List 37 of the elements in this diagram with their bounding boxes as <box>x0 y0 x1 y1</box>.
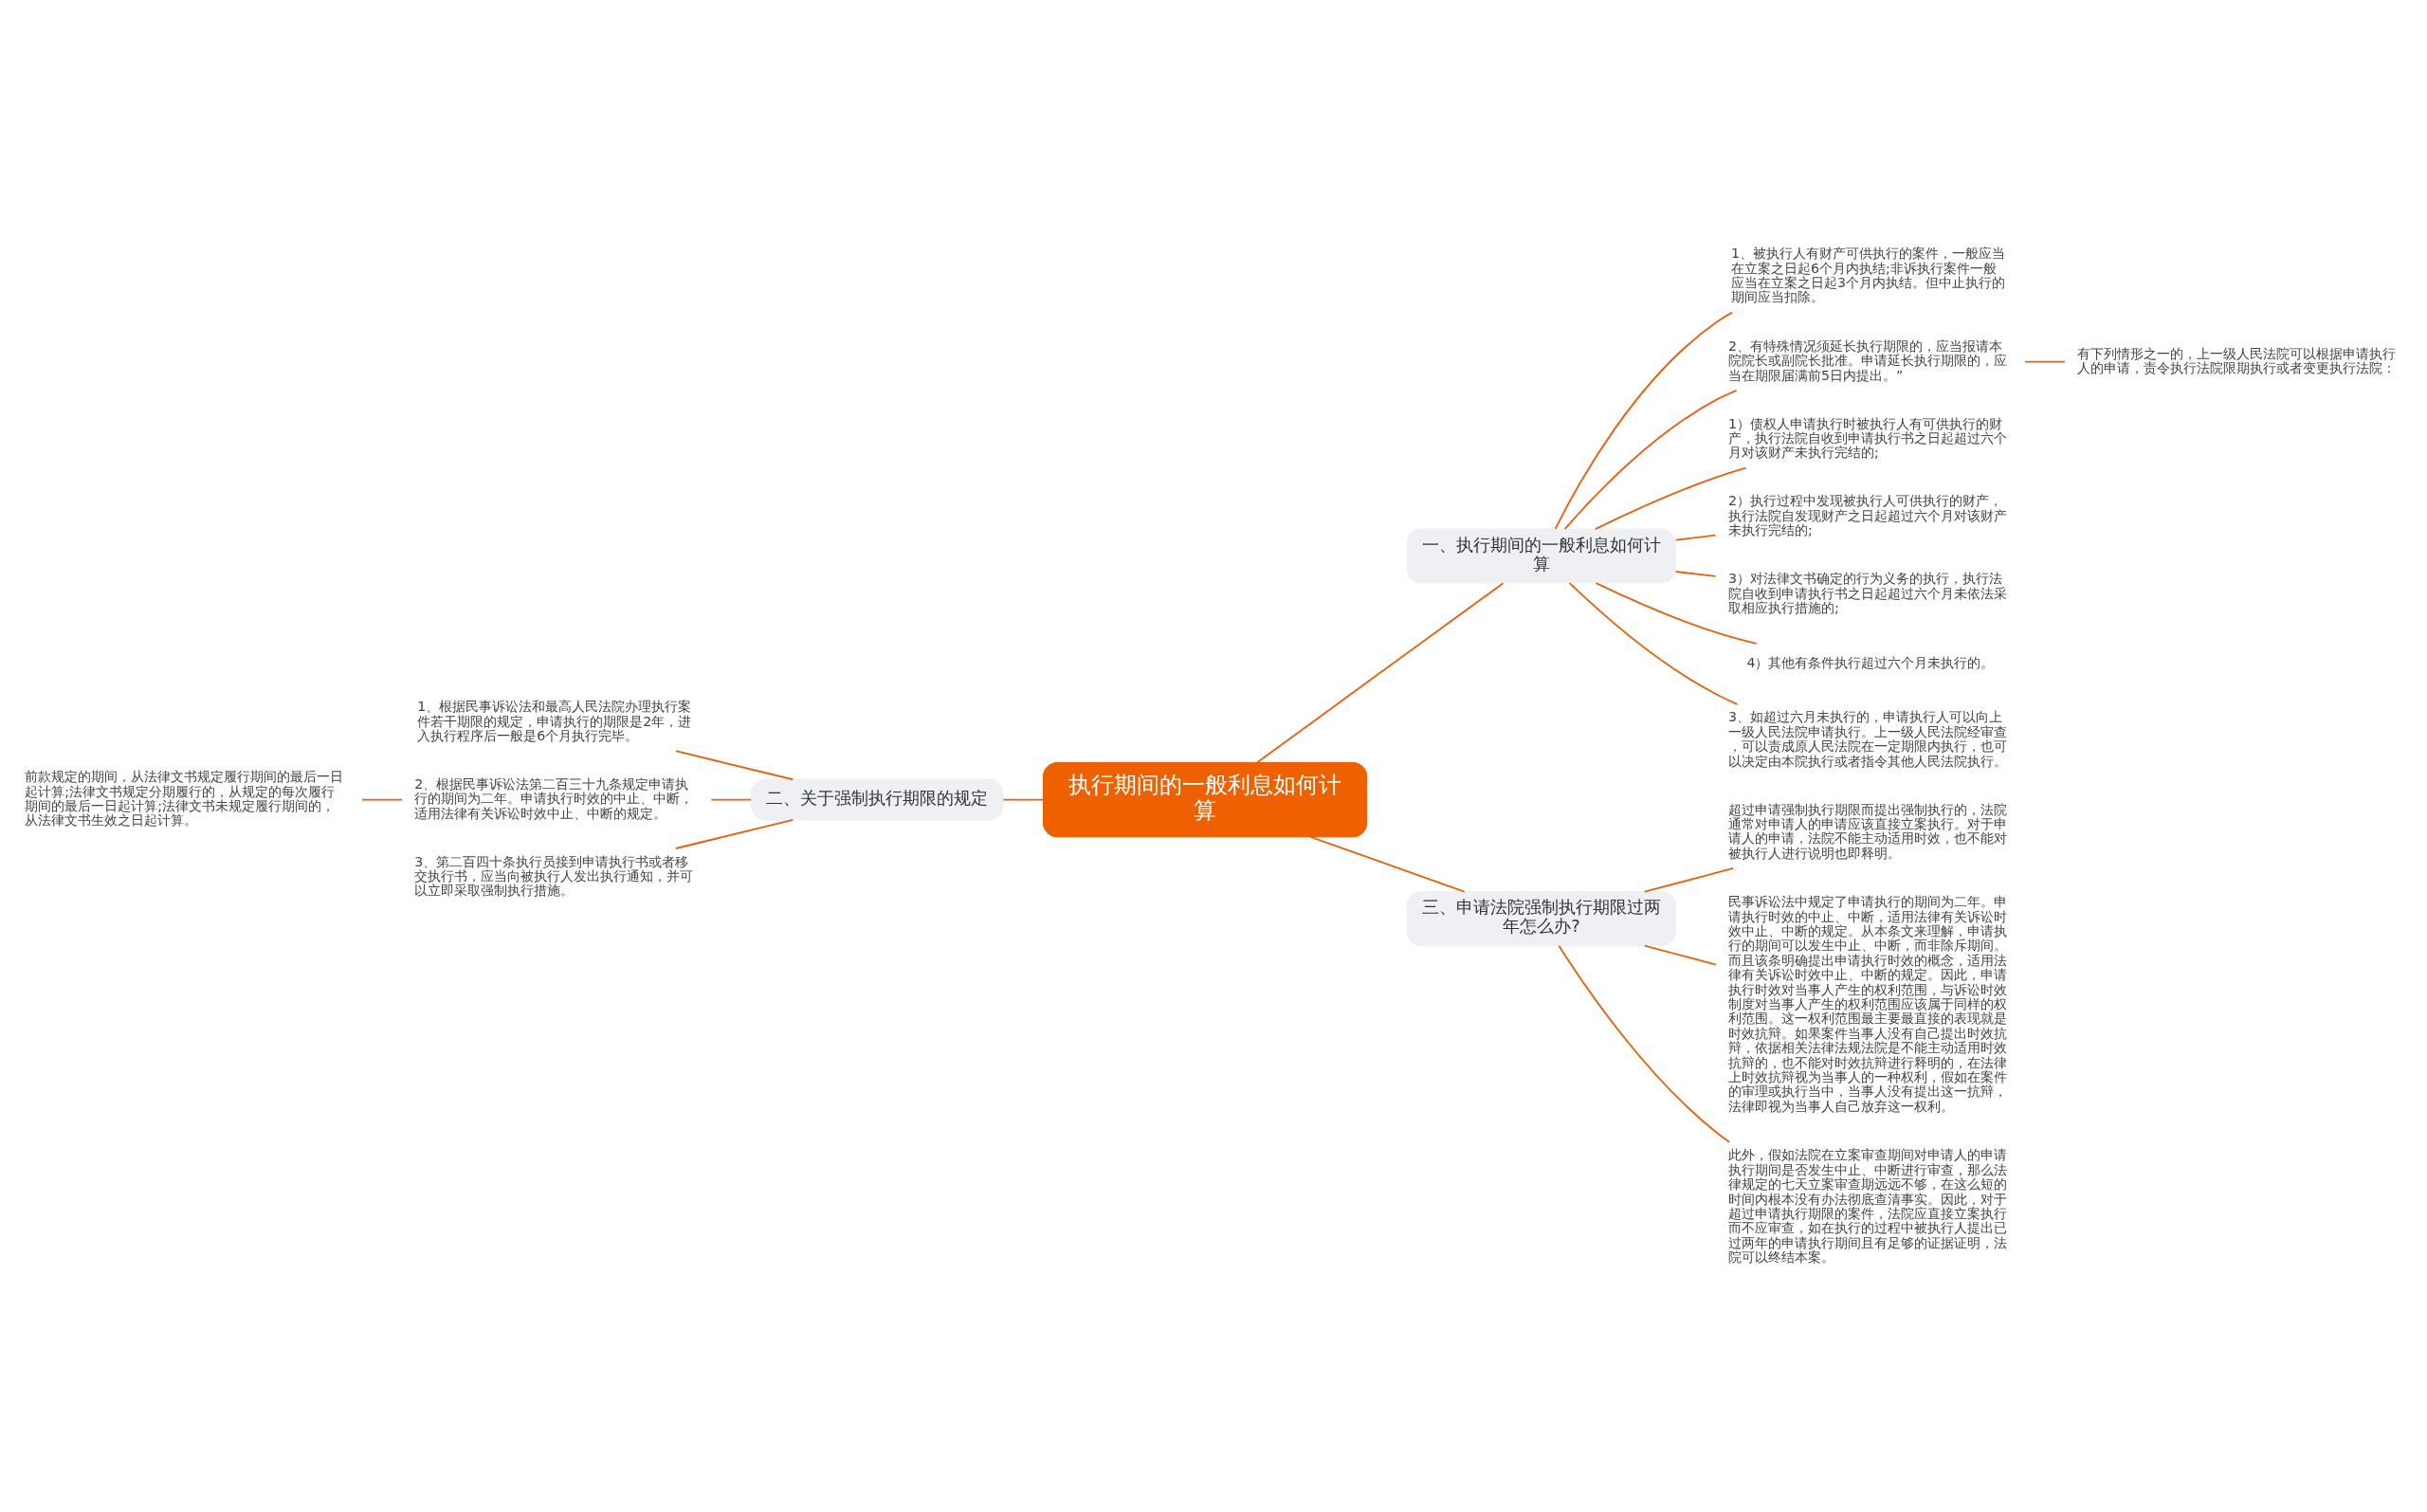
node-text: 有下列情形之一的，上一级人民法院可以根据申请执行人的申请，责令执行法院限期执行或者变更执行法院： <box>2077 345 2397 375</box>
node-text: 1）债权人申请执行时被执行人有可供执行的财产，执行法院自收到申请执行书之日起超过六个月对该财产未执行完结的; <box>1728 415 2008 460</box>
node-text: 民事诉讼法中规定了申请执行的期间为二年。申请执行时效的中止、中断，适用法律有关诉讼时效中止、中断的规定。从本条文来理解，申请执行的期间可以发生中止、中断，而非除斥期间。而且该条明确提出申请执行时效的概念，适用法律有关诉讼时效中止、中断的规定。因此，申请执行时效对当事人产生的权利范围，与诉讼时效制度对当事人产生的权利范围应该属于同样的权利范围。这一权利范围最主要最直接的表现就是时效抗辩。如果案件当事人没有自己提出时效抗辩，依据相关法律法规法院是不能主动适用时效抗辩的，也不能对时效抗辩进行释明的，在法律上时效抗辩视为当事人的一种权利，假如在案件的审理或执行当中，当事人没有提出这一抗辩，法律即视为当事人自己放弃这一权利。 <box>1728 893 2008 1114</box>
connector <box>1674 570 1717 577</box>
connector <box>1563 389 1738 530</box>
node-text: 此外，假如法院在立案审查期间对申请人的申请执行期间是否发生中止、中断进行审查，那么法律规定的七天立案审查期远远不够，在这么短的时间内根本没有办法彻底查清事实。因此，对于超过申请执行期限的案件，法院应直接立案执行而不应审查，如在执行的过程中被执行人提出已过两年的申请执行期间且有足够的证据证明，法院可以终结本案。 <box>1728 1146 2008 1265</box>
connector <box>1643 866 1735 893</box>
node-text: 3、第二百四十条执行员接到申请执行书或者移交执行书，应当向被执行人发出执行通知，并可以立即采取强制执行措施。 <box>414 853 694 898</box>
connector <box>710 798 753 801</box>
node-text: 2、有特殊情况须延长执行期限的，应当报请本院院长或副院长批准。申请延长执行期限的，应当在期限届满前5日内提出。” <box>1728 337 2008 383</box>
connector <box>2024 360 2067 363</box>
node-text: 4）其他有条件执行超过六个月未执行的。 <box>1746 654 1995 670</box>
node-box: 三、申请法院强制执行期限过两年怎么办? <box>1406 890 1676 946</box>
connector <box>1568 581 1739 705</box>
node-text: 2）执行过程中发现被执行人可供执行的财产，执行法院自发现财产之日起超过六个月对该财产未执行完结的; <box>1728 492 2008 537</box>
connector <box>1558 944 1731 1143</box>
connector <box>1554 311 1733 530</box>
connector <box>1643 944 1717 965</box>
node-text: 1、根据民事诉讼法和最高人民法院办理执行案件若干期限的规定，申请执行的期限是2年，进入执行程序后一般是6个月执行完毕。 <box>417 698 692 743</box>
node-text: 前款规定的期间，从法律文书规定履行期间的最后一日起计算;法律文书规定分期履行的，从规定的每次履行期间的最后一日起计算;法律文书未规定履行期间的，从法律文书生效之日起计算。 <box>25 768 344 828</box>
connector <box>361 798 404 801</box>
connector <box>674 749 794 780</box>
connector <box>1674 534 1717 541</box>
node-box: 执行期间的一般利息如何计算 <box>1042 761 1368 837</box>
node-box: 二、关于强制执行期限的规定 <box>751 778 1004 820</box>
connector <box>1594 466 1747 530</box>
connector <box>1002 798 1045 801</box>
connector <box>1309 835 1466 893</box>
node-text: 3）对法律文书确定的行为义务的执行，执行法院自收到申请执行书之日起超过六个月未依法采取相应执行措施的; <box>1728 570 2008 615</box>
connector <box>1595 581 1758 645</box>
node-text: 2、根据民事诉讼法第二百三十九条规定申请执行的期间为二年。申请执行时效的中止、中断，适用法律有关诉讼时效中止、中断的规定。 <box>414 775 694 821</box>
connector <box>674 818 794 849</box>
node-text: 3、如超过六月未执行的，申请执行人可以向上一级人民法院申请执行。上一级人民法院经审查，可以责成原人民法院在一定期限内执行，也可以决定由本院执行或者指令其他人民法院执行。 <box>1728 708 2008 769</box>
node-text: 超过申请强制执行期限而提出强制执行的，法院通常对申请人的申请应该直接立案执行。对于申请人的申请，法院不能主动适用时效，也不能对被执行人进行说明也即释明。 <box>1728 801 2008 861</box>
node-box: 一、执行期间的一般利息如何计算 <box>1406 528 1676 584</box>
connector <box>1256 581 1505 763</box>
node-text: 1、被执行人有财产可供执行的案件，一般应当在立案之日起6个月内执结;非诉执行案件一般应当在立案之日起3个月内执结。但中止执行的期间应当扣除。 <box>1731 245 2006 304</box>
